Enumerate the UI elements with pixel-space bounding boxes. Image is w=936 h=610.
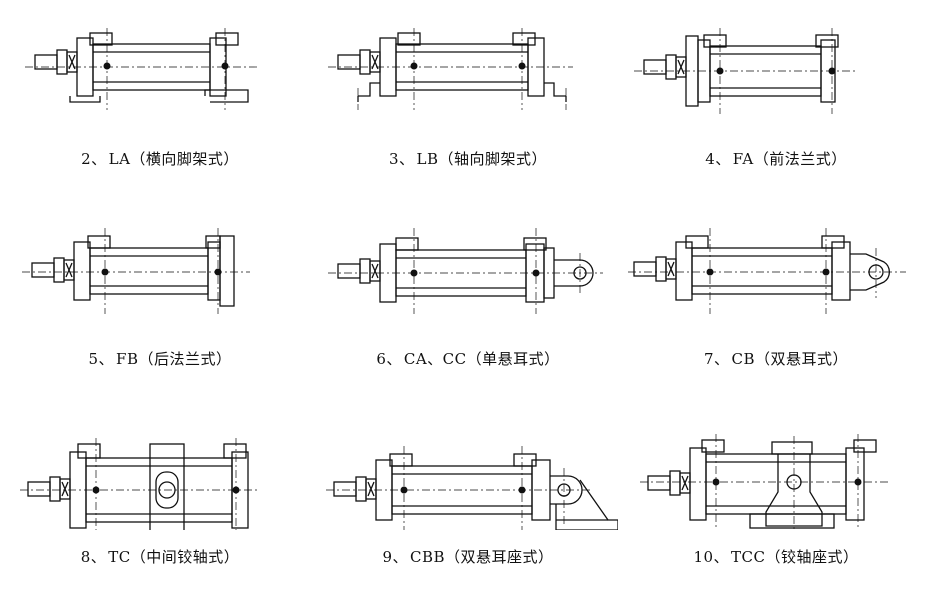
figure-ca-cc: 6、CA、CC（单悬耳式）	[318, 218, 618, 408]
figure-number: 7、	[703, 350, 730, 368]
figure-number: 5、	[88, 350, 115, 368]
cylinder-double-clevis-icon	[628, 228, 906, 314]
figure-fa: 4、FA（前法兰式）	[626, 18, 926, 208]
cylinder-center-trunnion-icon	[20, 438, 260, 530]
cylinder-single-clevis-icon	[328, 228, 603, 314]
figure-number: 10、	[693, 548, 730, 566]
figure-number: 9、	[382, 548, 408, 566]
figure-desc: （双悬耳式）	[755, 350, 849, 368]
caption-lb: 3、LB（轴向脚架式）	[318, 148, 618, 169]
caption-tc: 8、TC（中间铰轴式）	[10, 546, 310, 567]
cylinder-clevis-bracket-icon	[326, 446, 618, 530]
cylinder-trunnion-bracket-icon	[640, 434, 888, 530]
figure-tc: 8、TC（中间铰轴式）	[10, 420, 310, 610]
figure-desc: （轴向脚架式）	[438, 150, 548, 168]
figure-code: FA	[732, 150, 754, 168]
caption-fb: 5、FB（后法兰式）	[10, 348, 310, 369]
cylinder-front-flange-icon	[634, 28, 858, 114]
figure-code: TCC	[731, 548, 766, 566]
figure-code: CB	[731, 350, 756, 368]
figure-lb: 3、LB（轴向脚架式）	[318, 18, 618, 208]
figure-code: TC	[108, 548, 131, 566]
figure-tcc: 10、TCC（铰轴座式）	[626, 420, 926, 610]
caption-fa: 4、FA（前法兰式）	[626, 148, 926, 169]
figure-desc: （横向脚架式）	[130, 150, 239, 168]
cylinder-rear-flange-icon	[22, 228, 250, 314]
figure-number: 6、	[376, 350, 402, 368]
figure-code: CBB	[410, 548, 446, 566]
caption-cbb: 9、CBB（双悬耳座式）	[318, 546, 618, 567]
figure-number: 3、	[388, 150, 415, 168]
figure-number: 8、	[80, 548, 107, 566]
figure-number: 2、	[81, 150, 107, 168]
figure-fb: 5、FB（后法兰式）	[10, 218, 310, 408]
figure-desc: （前法兰式）	[753, 150, 847, 168]
figure-desc: （中间铰轴式）	[130, 548, 240, 566]
figure-desc: （单悬耳式）	[466, 350, 560, 368]
figure-desc: （双悬耳座式）	[445, 548, 554, 566]
figure-code: FB	[116, 350, 139, 368]
figure-cbb: 9、CBB（双悬耳座式）	[318, 420, 618, 610]
cylinder-foot-lateral-icon	[25, 28, 260, 110]
figure-la: 2、LA（横向脚架式）	[10, 18, 310, 208]
figure-code: LA	[108, 150, 131, 168]
figure-desc: （铰轴座式）	[765, 548, 859, 566]
figure-cb: 7、CB（双悬耳式）	[626, 218, 926, 408]
caption-la: 2、LA（横向脚架式）	[10, 148, 310, 169]
caption-ca-cc: 6、CA、CC（单悬耳式）	[318, 348, 618, 369]
figure-number: 4、	[705, 150, 731, 168]
figure-code: CA、CC	[403, 350, 467, 368]
caption-cb: 7、CB（双悬耳式）	[626, 348, 926, 369]
figure-desc: （后法兰式）	[138, 350, 232, 368]
cylinder-foot-axial-icon	[328, 28, 573, 110]
caption-tcc: 10、TCC（铰轴座式）	[626, 546, 926, 567]
figure-code: LB	[416, 150, 439, 168]
